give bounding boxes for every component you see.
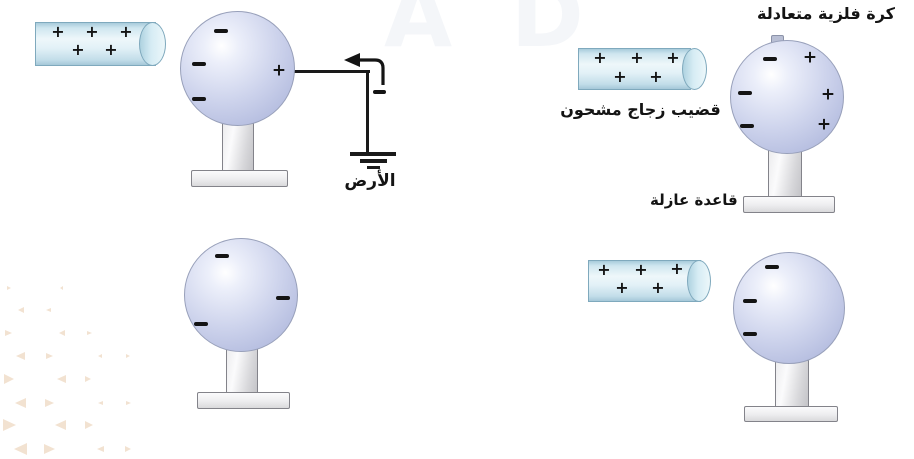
positive-charge: +: [649, 67, 663, 86]
negative-charge: [192, 62, 206, 66]
insulating-stand-base: [743, 196, 835, 213]
positive-charge: +: [820, 84, 836, 105]
electron-flow-arrow: [344, 53, 385, 85]
insulating-stand-stem: [226, 348, 258, 397]
positive-charge: +: [71, 40, 85, 59]
insulating-stand-stem: [768, 150, 802, 200]
positive-charge: +: [670, 259, 684, 278]
negative-charge: [192, 97, 206, 101]
negative-charge: [763, 57, 777, 61]
neutral-sphere-label: كرة فلزية متعادلة: [757, 4, 895, 23]
positive-charge: +: [816, 114, 832, 135]
negative-charge: [743, 299, 757, 303]
ground-wire-vertical: [366, 70, 369, 154]
negative-charge: [276, 296, 290, 300]
positive-charge: +: [119, 22, 133, 41]
ground-symbol: [360, 159, 387, 163]
charged-rod-label: قضيب زجاج مشحون: [560, 100, 721, 119]
metal-sphere: [730, 40, 844, 154]
positive-charge: +: [802, 47, 818, 68]
ground-label: الأرض: [344, 171, 396, 191]
positive-charge: +: [271, 60, 287, 81]
metal-sphere: [733, 252, 845, 364]
insulating-stand-base: [197, 392, 290, 409]
positive-charge: +: [615, 278, 629, 297]
insulating-base-label: قاعدة عازلة: [650, 191, 738, 209]
negative-charge: [214, 29, 228, 33]
positive-charge: +: [630, 48, 644, 67]
insulating-stand-stem: [222, 123, 254, 173]
metal-sphere: [184, 238, 298, 352]
negative-charge: [765, 265, 779, 269]
insulating-stand-base: [191, 170, 288, 187]
triangle-pattern-decoration: [3, 286, 131, 455]
watermark-text: A D: [384, 0, 598, 67]
ground-symbol: [350, 152, 396, 156]
positive-charge: +: [634, 260, 648, 279]
negative-charge: [373, 90, 386, 94]
ground-wire-horizontal: [284, 70, 370, 73]
negative-charge: [738, 91, 752, 95]
positive-charge: +: [597, 260, 611, 279]
metal-sphere: [180, 11, 295, 126]
positive-charge: +: [593, 48, 607, 67]
negative-charge: [194, 322, 208, 326]
negative-charge: [215, 254, 229, 258]
glass-rod-end: [139, 22, 166, 66]
glass-rod-end: [687, 260, 711, 302]
positive-charge: +: [651, 278, 665, 297]
positive-charge: +: [104, 40, 118, 59]
insulating-stand-base: [744, 406, 838, 422]
charged-glass-rod: [588, 260, 701, 302]
glass-rod-end: [682, 48, 707, 90]
charged-glass-rod: [35, 22, 156, 66]
positive-charge: +: [51, 22, 65, 41]
ground-symbol: [367, 166, 380, 169]
positive-charge: +: [666, 48, 680, 67]
insulating-stand-stem: [775, 360, 809, 409]
positive-charge: +: [613, 67, 627, 86]
negative-charge: [743, 332, 757, 336]
charged-glass-rod: [578, 48, 691, 90]
positive-charge: +: [85, 22, 99, 41]
negative-charge: [740, 124, 754, 128]
